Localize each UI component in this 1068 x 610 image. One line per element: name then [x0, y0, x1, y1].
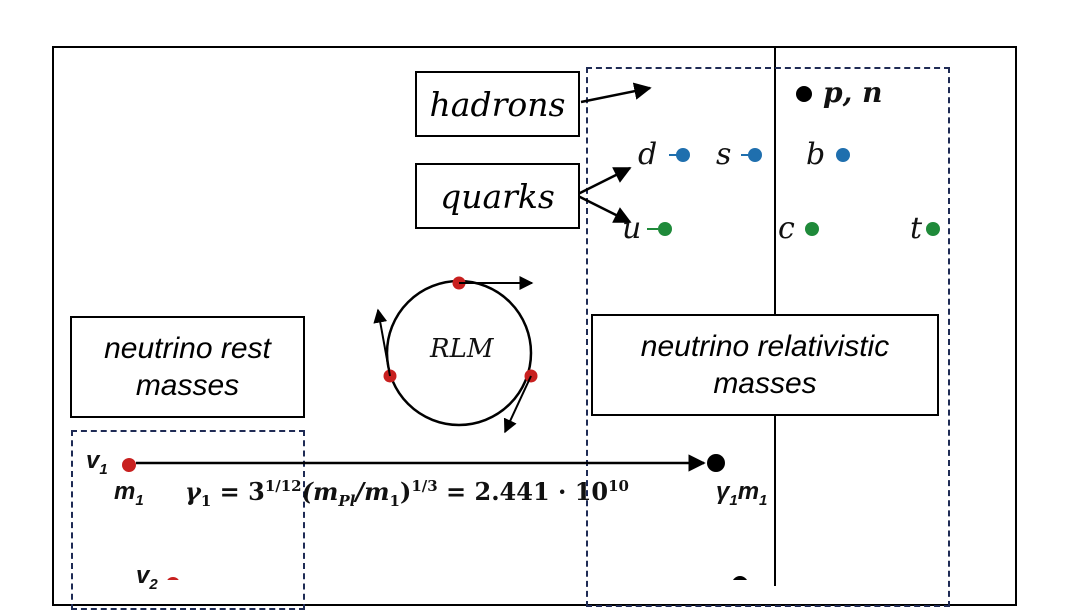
formula-eq: = 3 — [211, 477, 265, 506]
quarks-box: quarks — [415, 163, 580, 229]
v2-label: v2 — [136, 562, 158, 593]
gamma-m1-gamma: γ — [716, 478, 730, 505]
quarks-label: quarks — [440, 176, 555, 216]
diagram-graphics — [122, 82, 940, 580]
rest-masses-line2: masses — [135, 369, 240, 402]
rlm-velocity-right — [503, 375, 532, 434]
v2-symbol: v — [136, 562, 150, 589]
t-dot — [926, 222, 940, 236]
formula-exp2: 1/3 — [411, 477, 438, 495]
quark-u-label: u — [622, 211, 642, 246]
gamma-m1-m-sub: 1 — [759, 491, 768, 509]
formula-gamma-sub: 1 — [200, 491, 212, 510]
v1-dot — [122, 458, 136, 472]
rest-masses-line1: neutrino rest — [104, 331, 271, 365]
gamma-m2-dot — [733, 576, 747, 580]
neutrino-rest-masses-box: neutrino rest masses — [70, 316, 305, 418]
diagram: hadrons quarks neutrino rest masses neut… — [52, 46, 1017, 610]
quark-b-label: b — [806, 137, 826, 172]
neutrino-relativistic-masses-box: neutrino relativistic masses — [591, 314, 939, 416]
v2-subscript: 2 — [149, 575, 158, 593]
quark-s-label: s — [716, 137, 732, 172]
m1-symbol: m — [114, 478, 136, 505]
formula-slash: /m — [355, 477, 390, 506]
quarks-arrow-down — [577, 194, 632, 224]
gamma-m1-m: m — [737, 478, 760, 505]
formula-pl: Pl — [338, 491, 356, 510]
lorentz-formula: γ1 = 31/12(mPl/m1)1/3 = 2.441 · 1010 — [185, 477, 629, 510]
formula-exp1: 1/12 — [264, 477, 302, 495]
quark-d-label: d — [638, 137, 658, 172]
v1-subscript: 1 — [99, 460, 108, 478]
rel-masses-line2: masses — [713, 367, 817, 400]
v2-dot — [167, 577, 179, 580]
formula-close: ) — [399, 477, 412, 506]
formula-one: 1 — [389, 491, 400, 510]
rlm-velocity-left — [373, 308, 391, 377]
s-dot — [748, 148, 762, 162]
v1-symbol: v — [86, 447, 100, 474]
pn-dot — [796, 86, 812, 102]
v1-label: v1 — [86, 447, 108, 478]
hadrons-box: hadrons — [415, 71, 580, 137]
formula-gamma: γ — [185, 477, 201, 506]
u-dot — [658, 222, 672, 236]
hadrons-label: hadrons — [429, 84, 566, 124]
rel-masses-line1: neutrino relativistic — [640, 329, 890, 363]
quark-c-label: c — [778, 211, 795, 246]
gamma-m1-gamma-sub: 1 — [729, 491, 738, 509]
quarks-arrow-up — [577, 166, 632, 196]
m1-subscript: 1 — [135, 491, 144, 509]
formula-exp3: 10 — [608, 477, 629, 495]
hadrons-arrow — [580, 82, 652, 104]
c-dot — [805, 222, 819, 236]
quark-t-label: t — [910, 211, 923, 246]
gamma-m1-dot — [707, 454, 725, 472]
gamma-m1-label: γ1m1 — [716, 478, 767, 509]
formula-result: = 2.441 · 10 — [437, 477, 609, 506]
pn-label: p, n — [823, 76, 883, 109]
b-dot — [836, 148, 850, 162]
rlm-label: RLM — [430, 334, 494, 364]
d-dot — [676, 148, 690, 162]
m1-label: m1 — [114, 478, 144, 509]
formula-paren: (m — [301, 477, 339, 506]
